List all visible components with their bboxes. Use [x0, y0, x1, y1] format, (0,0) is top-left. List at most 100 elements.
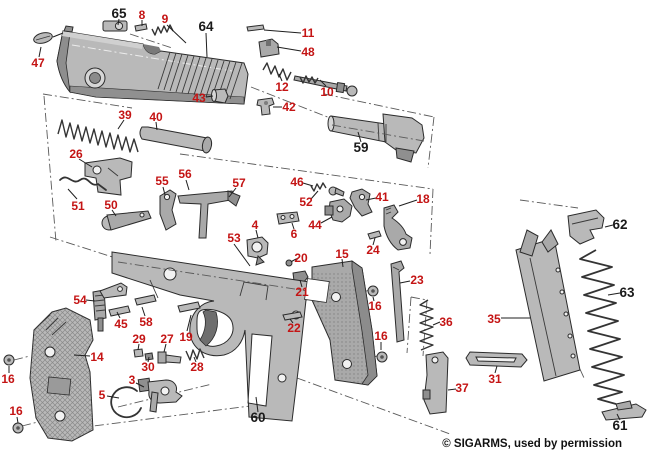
leader-line-50 [111, 209, 117, 217]
part-hammer [383, 204, 413, 251]
part-pin-24 [367, 230, 382, 240]
part-label-8: 8 [139, 8, 146, 22]
part-pin-30 [144, 352, 154, 361]
part-spring-51 [59, 176, 107, 191]
leader-line-61 [616, 413, 621, 421]
part-label-45: 45 [114, 317, 128, 331]
part-label-56: 56 [178, 167, 192, 181]
part-firing-pin [293, 75, 358, 97]
part-label-19: 19 [179, 330, 193, 344]
part-grip-screw [3, 354, 15, 366]
part-label-36: 36 [439, 315, 453, 329]
part-rear-sight [258, 38, 280, 58]
part-guide-rod [139, 126, 213, 154]
leader-line-51 [67, 188, 78, 200]
part-grip-screw [367, 285, 379, 297]
part-spring-12 [262, 62, 292, 81]
leader-line-56 [185, 179, 190, 191]
leader-line-5 [106, 395, 120, 399]
leader-line-14 [73, 354, 91, 357]
leader-line-40 [155, 121, 158, 131]
part-sear-55 [159, 189, 177, 231]
part-spring-9 [151, 24, 174, 36]
part-label-39: 39 [118, 108, 132, 122]
part-label-42: 42 [282, 100, 296, 114]
leader-line-37 [447, 388, 457, 391]
leader-line-29 [137, 343, 140, 351]
part-label-20: 20 [294, 251, 308, 265]
part-label-14: 14 [90, 350, 104, 364]
part-label-62: 62 [612, 217, 627, 232]
part-label-52: 52 [299, 195, 313, 209]
leader-line-64 [205, 32, 208, 58]
part-label-15: 15 [335, 247, 349, 261]
leader-line-12 [278, 73, 283, 82]
part-label-41: 41 [375, 190, 389, 204]
leader-lines [8, 18, 621, 424]
part-label-63: 63 [619, 285, 635, 300]
part-slide [56, 25, 249, 105]
part-label-50: 50 [104, 198, 118, 212]
part-floorplate [601, 400, 647, 421]
part-label-24: 24 [366, 243, 380, 257]
part-retainer-43 [211, 88, 229, 104]
part-magazine [515, 229, 581, 382]
leader-line-26 [78, 158, 93, 168]
leader-line-60 [255, 396, 259, 413]
leader-line-39 [117, 119, 125, 130]
part-label-28: 28 [190, 360, 204, 374]
copyright-notice: © SIGARMS, used by permission [442, 438, 622, 450]
part-hammer-strut [390, 260, 405, 343]
part-label-6: 6 [291, 227, 298, 241]
part-spring-28 [185, 348, 205, 361]
leader-line-47 [38, 46, 42, 58]
leader-line-31 [494, 365, 498, 374]
part-label-47: 47 [31, 56, 45, 70]
part-label-22: 22 [287, 321, 301, 335]
part-pin-45 [108, 305, 131, 317]
part-slide-cap [102, 20, 128, 32]
part-label-26: 26 [69, 147, 83, 161]
part-label-31: 31 [488, 372, 502, 386]
leader-line-41 [365, 197, 377, 201]
leader-line-20 [290, 258, 297, 263]
leader-line-59 [357, 131, 362, 143]
part-pin-46-52 [310, 182, 345, 197]
part-label-23: 23 [410, 273, 424, 287]
part-safety-44 [324, 198, 353, 223]
part-pin-22 [282, 311, 303, 321]
part-label-16: 16 [368, 299, 382, 313]
leader-line-15 [341, 258, 344, 268]
part-mag-spring [579, 249, 625, 405]
leader-line-53 [233, 243, 251, 267]
part-slide-stop [92, 282, 128, 332]
leader-line-9 [166, 24, 187, 44]
part-label-57: 57 [232, 176, 246, 190]
part-label-27: 27 [160, 332, 174, 346]
part-follower [567, 209, 605, 245]
leader-line-55 [162, 186, 166, 196]
part-label-60: 60 [250, 410, 265, 425]
part-label-9: 9 [162, 12, 169, 26]
part-grip-screw [12, 422, 24, 434]
leader-line-43 [205, 95, 214, 98]
leader-line-63 [607, 292, 621, 296]
part-label-65: 65 [111, 6, 127, 21]
leader-line-57 [228, 187, 237, 198]
leader-line-46 [302, 182, 314, 187]
part-bushing-42 [256, 97, 275, 116]
leader-line-3 [135, 382, 145, 388]
leader-line-10 [319, 79, 327, 87]
part-label-12: 12 [275, 80, 289, 94]
leader-line-23 [399, 280, 411, 284]
part-label-16: 16 [1, 372, 15, 386]
part-label-16: 16 [9, 404, 23, 418]
part-label-29: 29 [132, 332, 146, 346]
part-label-10: 10 [320, 85, 334, 99]
part-barrel [327, 113, 425, 163]
part-pin-29 [133, 348, 144, 358]
part-label-21: 21 [295, 285, 309, 299]
part-spring-5 [110, 386, 142, 419]
